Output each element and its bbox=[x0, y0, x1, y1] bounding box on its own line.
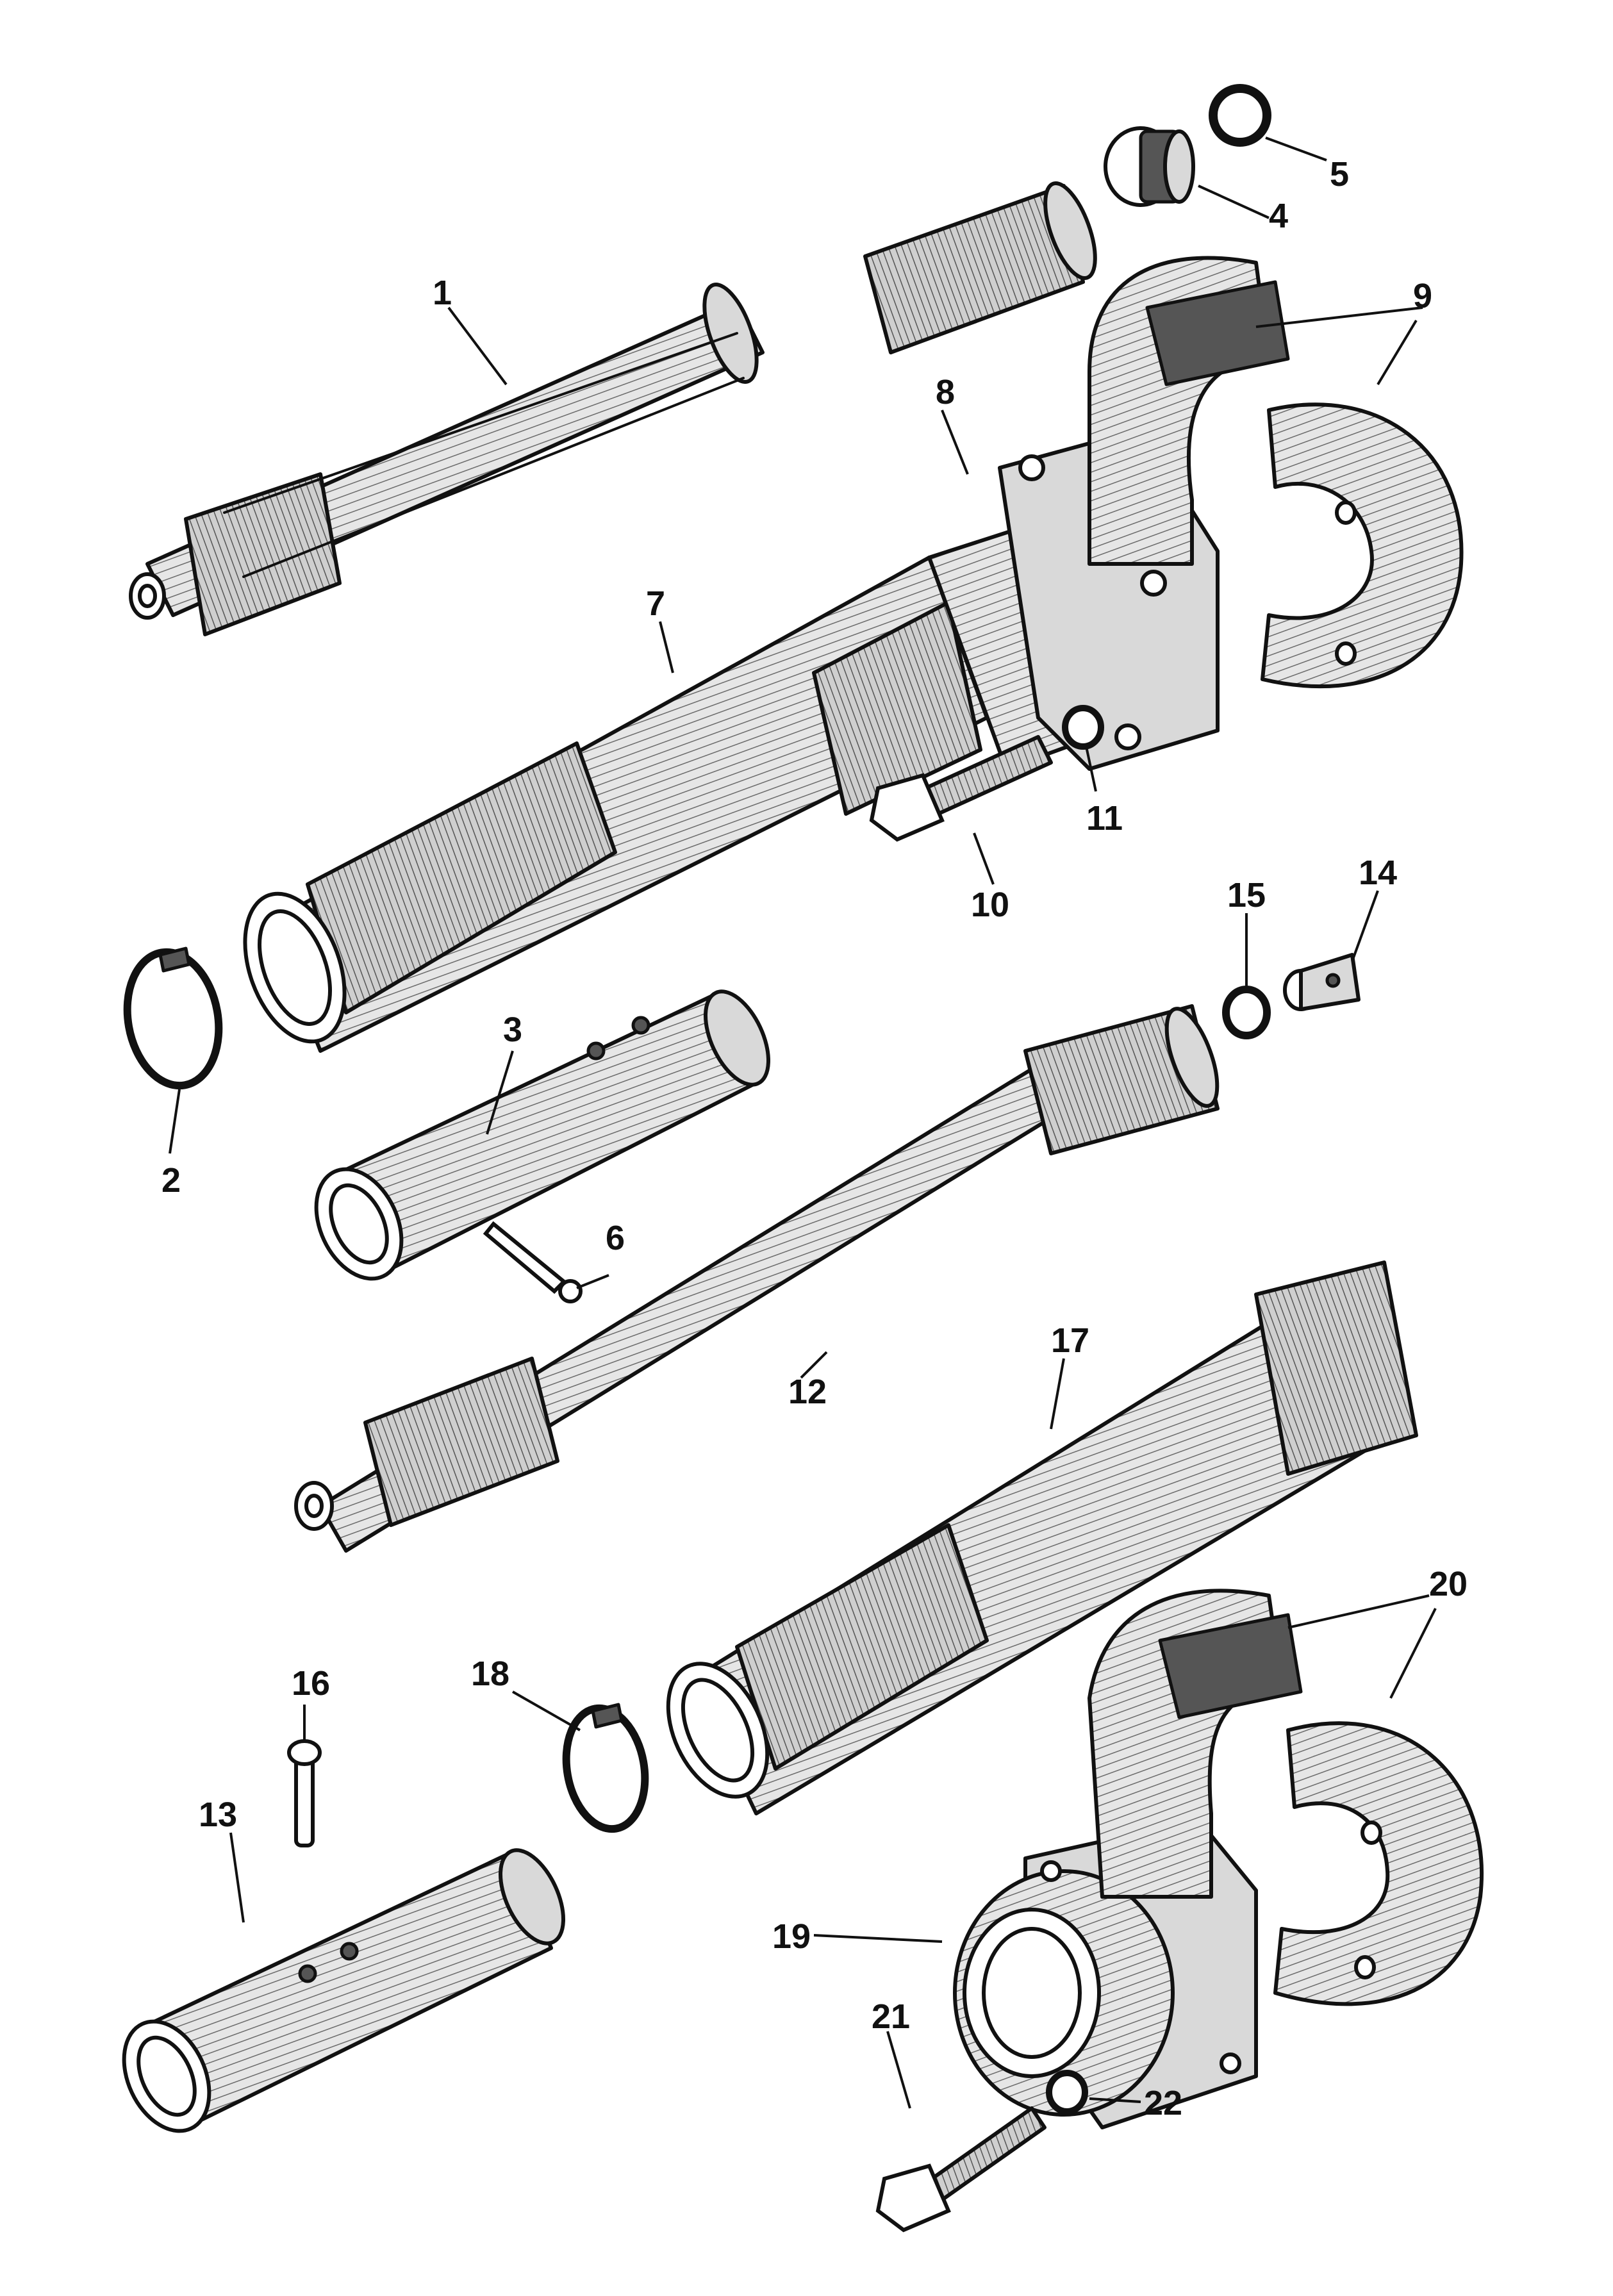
part-7-hollow-shaft bbox=[243, 556, 989, 1053]
part-3-sleeve bbox=[314, 989, 770, 1281]
callout-labels: 1 2 3 4 5 6 7 8 9 10 11 12 13 14 15 16 1… bbox=[161, 155, 1468, 2122]
part-15-washer bbox=[1222, 986, 1271, 1039]
callout-2: 2 bbox=[161, 1161, 181, 1200]
part-6-pin bbox=[483, 1221, 583, 1303]
callout-6: 6 bbox=[606, 1219, 625, 1257]
part-10-bolt bbox=[869, 735, 1053, 842]
part-12-layshaft bbox=[294, 1004, 1220, 1553]
part-9-yoke-halves-upper bbox=[1088, 256, 1464, 689]
callout-18: 18 bbox=[471, 1655, 509, 1693]
part-1-primary-shaft bbox=[129, 181, 1097, 636]
part-20-yoke-halves-lower bbox=[1088, 1589, 1484, 2006]
callout-9: 9 bbox=[1413, 277, 1432, 315]
callout-3: 3 bbox=[503, 1011, 522, 1049]
callout-21: 21 bbox=[872, 1997, 910, 2036]
part-16-pin bbox=[287, 1739, 322, 1847]
callout-17: 17 bbox=[1051, 1321, 1089, 1360]
callout-15: 15 bbox=[1227, 876, 1266, 914]
part-17-hollow-shaft bbox=[666, 1260, 1418, 1815]
callout-13: 13 bbox=[199, 1796, 237, 1834]
callout-1: 1 bbox=[433, 274, 452, 312]
part-5-washer bbox=[1209, 84, 1271, 147]
callout-14: 14 bbox=[1359, 854, 1397, 892]
part-11-lock-washer bbox=[1062, 705, 1104, 750]
part-21-bolt bbox=[875, 2106, 1046, 2233]
callout-7: 7 bbox=[646, 584, 665, 623]
part-2-circlip bbox=[123, 946, 223, 1090]
callout-10: 10 bbox=[971, 886, 1009, 924]
callout-4: 4 bbox=[1269, 197, 1288, 235]
callout-12: 12 bbox=[788, 1373, 827, 1411]
part-18-circlip bbox=[562, 1703, 649, 1833]
part-4-plug bbox=[1104, 126, 1195, 207]
part-13-sleeve bbox=[122, 1848, 565, 2133]
callout-8: 8 bbox=[936, 373, 955, 411]
callout-16: 16 bbox=[292, 1664, 330, 1703]
part-14-plug bbox=[1283, 953, 1361, 1011]
part-22-washer bbox=[1046, 2070, 1088, 2115]
callout-5: 5 bbox=[1330, 155, 1349, 194]
callout-22: 22 bbox=[1144, 2084, 1182, 2122]
callout-19: 19 bbox=[772, 1917, 811, 1956]
callout-11: 11 bbox=[1086, 799, 1123, 838]
leader-lines bbox=[169, 136, 1437, 2109]
callout-20: 20 bbox=[1429, 1565, 1468, 1603]
